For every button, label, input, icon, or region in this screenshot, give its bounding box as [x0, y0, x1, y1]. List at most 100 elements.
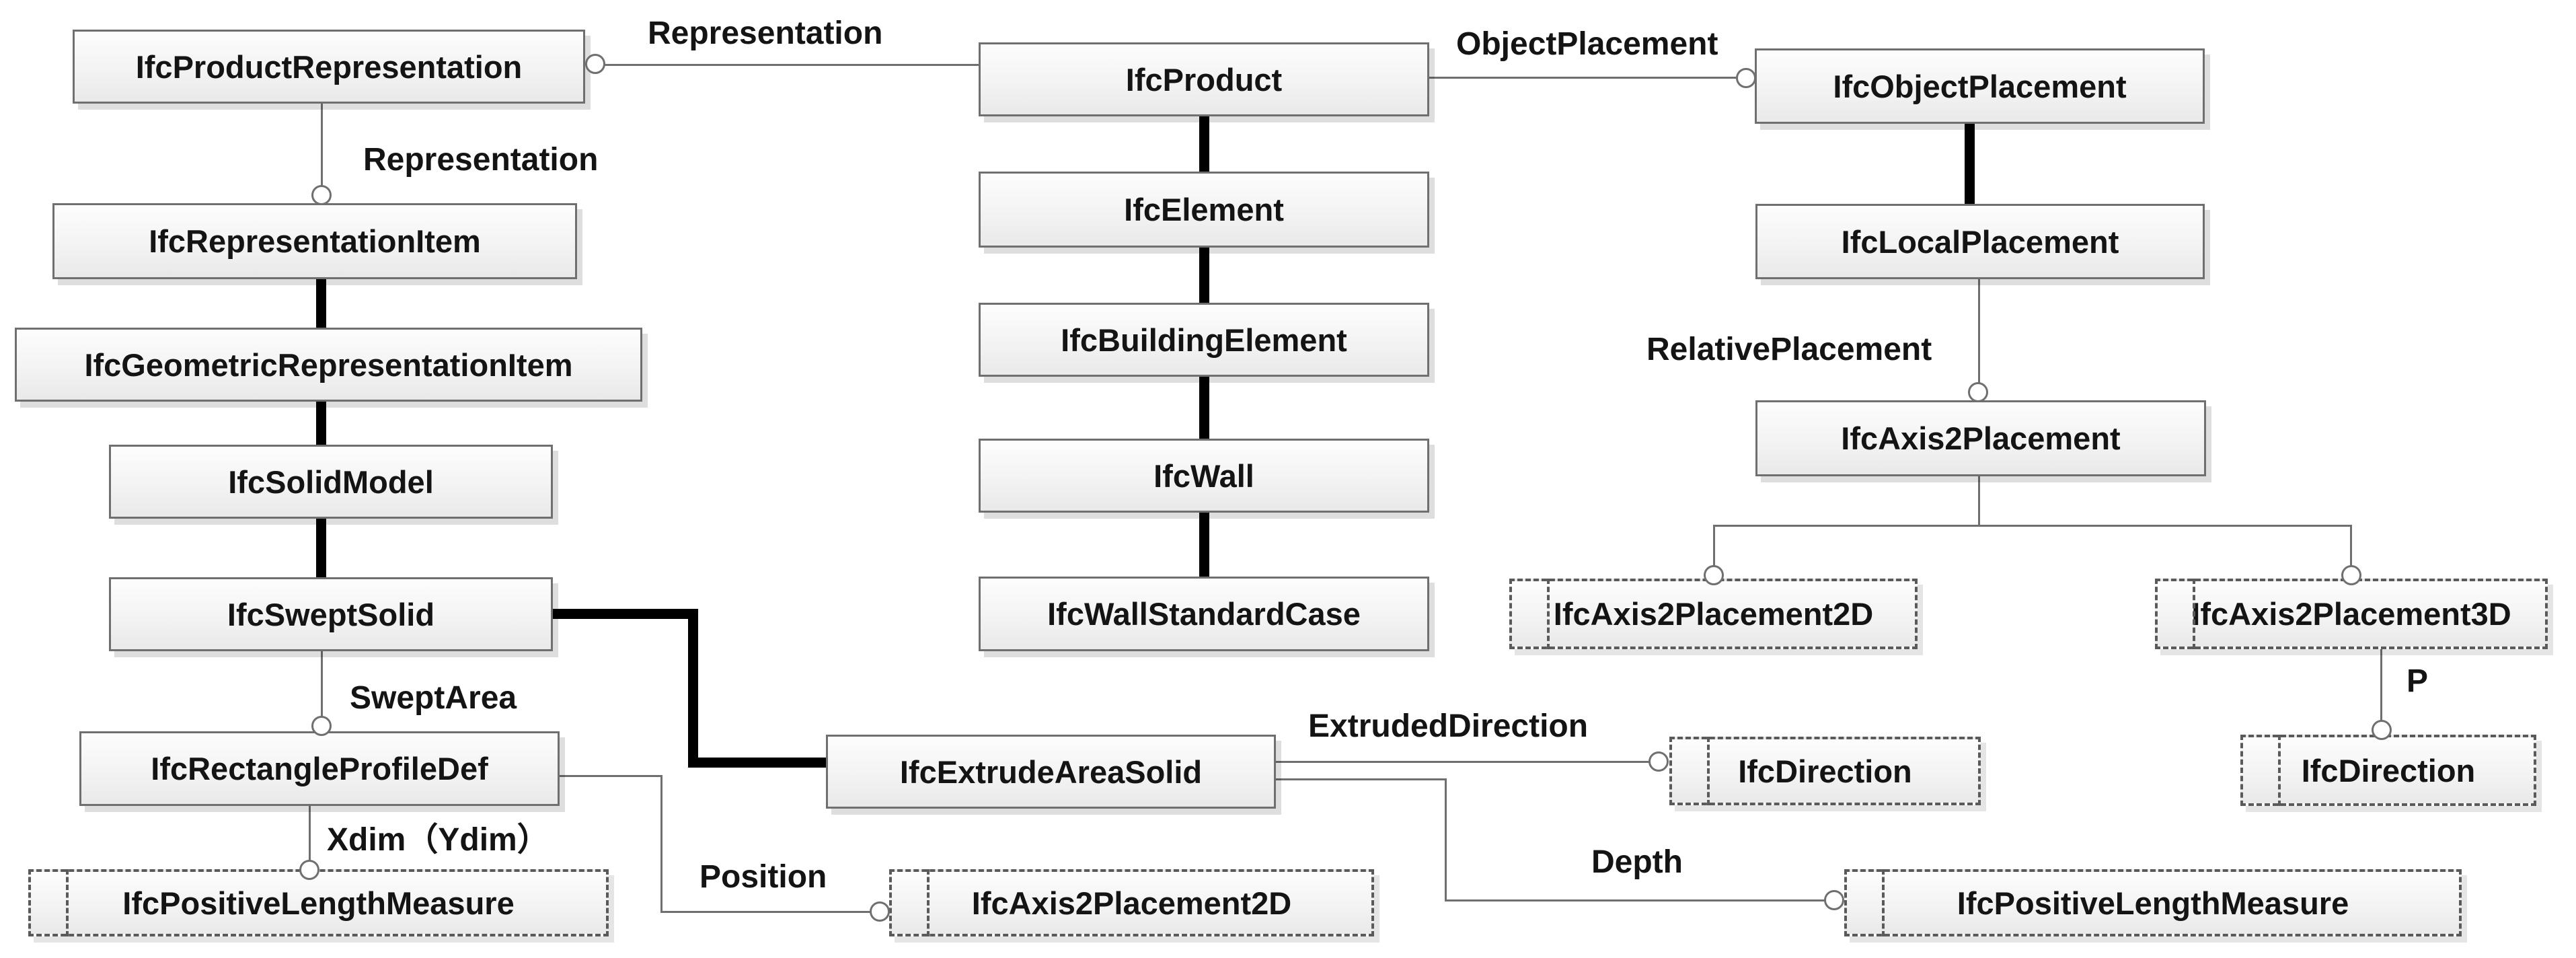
- node-ifc-wall-standard-case: IfcWallStandardCase: [979, 577, 1429, 651]
- connector-position-h2: [660, 911, 871, 913]
- node-label: IfcRepresentationItem: [149, 223, 481, 259]
- node-label: IfcWall: [1153, 457, 1254, 494]
- connector-depth-h1: [1276, 778, 1447, 780]
- node-ifc-product: IfcProduct: [979, 42, 1429, 116]
- circle-swept-area: [311, 716, 332, 736]
- connector-relative-placement-v: [1978, 279, 1980, 384]
- circle-object-placement: [1736, 68, 1756, 88]
- circle-representation-left: [311, 185, 332, 205]
- supertype-connector-sweptsolid-elbow-h1: [553, 609, 698, 619]
- connector-p-v: [2380, 649, 2382, 721]
- edge-label-xdim-ydim: Xdim（Ydim）: [327, 822, 550, 858]
- type-partition-line: [2193, 579, 2195, 649]
- circle-p: [2372, 720, 2392, 740]
- node-ifc-geometric-representation-item: IfcGeometricRepresentationItem: [15, 328, 642, 402]
- connector-swept-area-v: [321, 651, 323, 717]
- node-label: IfcAxis2Placement2D: [1553, 596, 1874, 632]
- node-label: IfcProduct: [1125, 61, 1283, 98]
- connector-representation-top-h: [604, 64, 979, 66]
- circle-xdim: [299, 860, 319, 880]
- circle-axis2placement3d: [2341, 565, 2361, 585]
- node-ifc-object-placement: IfcObjectPlacement: [1755, 48, 2205, 124]
- node-label: IfcAxis2Placement3D: [2191, 596, 2511, 632]
- node-ifc-building-element: IfcBuildingElement: [979, 303, 1429, 377]
- connector-position-h1: [560, 775, 662, 777]
- node-ifc-swept-solid: IfcSweptSolid: [109, 577, 553, 651]
- node-ifc-representation-item: IfcRepresentationItem: [52, 203, 577, 279]
- connector-xdim-v: [309, 806, 311, 861]
- edge-label-object-placement: ObjectPlacement: [1456, 26, 1718, 62]
- edge-label-position: Position: [699, 859, 827, 895]
- node-ifc-positive-length-measure-depth: IfcPositiveLengthMeasure: [1844, 869, 2462, 936]
- type-partition-line: [1882, 869, 1885, 936]
- node-label: IfcAxis2Placement: [1841, 420, 2121, 456]
- connector-branch-right-v: [2350, 525, 2352, 566]
- connector-depth-v: [1445, 778, 1447, 901]
- node-ifc-extrude-area-solid: IfcExtrudeAreaSolid: [826, 735, 1276, 809]
- edge-label-extruded-direction: ExtrudedDirection: [1308, 708, 1589, 744]
- node-label: IfcWallStandardCase: [1047, 596, 1361, 632]
- circle-relative-placement: [1968, 382, 1988, 402]
- node-label: IfcElement: [1124, 192, 1284, 227]
- node-ifc-positive-length-measure-xdim: IfcPositiveLengthMeasure: [28, 869, 609, 936]
- node-label: IfcObjectPlacement: [1833, 68, 2127, 104]
- circle-extruded-direction: [1649, 751, 1669, 772]
- node-ifc-product-representation: IfcProductRepresentation: [73, 30, 585, 104]
- connector-depth-h2: [1445, 899, 1825, 901]
- circle-representation-top: [585, 54, 605, 74]
- supertype-connector-sweptsolid-elbow-v: [688, 609, 698, 768]
- node-label: IfcDirection: [2301, 752, 2476, 788]
- edge-label-depth: Depth: [1591, 844, 1683, 880]
- node-label: IfcPositiveLengthMeasure: [122, 885, 515, 921]
- node-ifc-axis2-placement-3d: IfcAxis2Placement3D: [2155, 579, 2548, 649]
- node-label: IfcLocalPlacement: [1841, 223, 2119, 260]
- node-label: IfcExtrudeAreaSolid: [899, 753, 1203, 790]
- edge-label-representation-top: Representation: [648, 15, 883, 51]
- node-ifc-axis2-placement: IfcAxis2Placement: [1755, 400, 2206, 476]
- node-ifc-local-placement: IfcLocalPlacement: [1755, 204, 2205, 279]
- edge-label-representation-left: Representation: [363, 142, 599, 178]
- supertype-connector-solidmodel-sweptsolid: [316, 519, 326, 580]
- supertype-connector-wall-wallstdcase: [1199, 513, 1209, 579]
- supertype-connector-sweptsolid-elbow-h2: [688, 758, 829, 768]
- connector-branch-left-v: [1713, 525, 1715, 566]
- supertype-connector-geomrepitem-solidmodel: [316, 402, 326, 447]
- supertype-connector-element-buildingelem: [1199, 248, 1209, 305]
- connector-position-v: [660, 775, 662, 913]
- node-label: IfcBuildingElement: [1061, 322, 1347, 358]
- node-ifc-axis2-placement-2d: IfcAxis2Placement2D: [1509, 579, 1918, 649]
- type-partition-line: [66, 869, 69, 936]
- node-label: IfcGeometricRepresentationItem: [84, 346, 573, 383]
- connector-representation-left-v: [321, 104, 323, 194]
- edge-label-p: P: [2407, 663, 2429, 699]
- node-label: IfcProductRepresentation: [135, 48, 523, 85]
- type-partition-line: [2278, 735, 2281, 806]
- connector-extruded-direction-h: [1276, 761, 1650, 763]
- node-label: IfcSweptSolid: [227, 596, 435, 632]
- node-ifc-axis2-placement-2d-position: IfcAxis2Placement2D: [889, 869, 1374, 936]
- supertype-connector-buildingelem-wall: [1199, 377, 1209, 441]
- node-label: IfcRectangleProfileDef: [151, 751, 488, 786]
- node-ifc-rectangle-profile-def: IfcRectangleProfileDef: [79, 731, 560, 806]
- supertype-connector-repitem-geomrepitem: [316, 279, 326, 330]
- circle-position: [870, 901, 890, 922]
- node-label: IfcSolidModel: [228, 464, 434, 500]
- circle-axis2placement2d: [1704, 565, 1724, 585]
- node-ifc-direction-p: IfcDirection: [2240, 735, 2536, 806]
- node-ifc-solid-model: IfcSolidModel: [109, 445, 553, 519]
- supertype-connector-objplacement-localplacement: [1965, 124, 1975, 207]
- supertype-connector-product-element: [1199, 116, 1209, 174]
- type-partition-line: [1707, 737, 1710, 805]
- node-label: IfcDirection: [1738, 753, 1912, 789]
- connector-axis2placement-branch-stem: [1978, 476, 1980, 526]
- node-label: IfcAxis2Placement2D: [971, 885, 1292, 921]
- node-ifc-element: IfcElement: [979, 172, 1429, 248]
- node-label: IfcPositiveLengthMeasure: [1957, 885, 2349, 921]
- circle-depth: [1824, 890, 1844, 910]
- connector-axis2placement-branch-h: [1713, 525, 2352, 527]
- type-partition-line: [1547, 579, 1550, 649]
- edge-label-relative-placement: RelativePlacement: [1646, 332, 1932, 367]
- connector-object-placement-h: [1429, 77, 1737, 79]
- node-ifc-direction-extruded: IfcDirection: [1669, 737, 1981, 805]
- edge-label-swept-area: SweptArea: [350, 680, 517, 716]
